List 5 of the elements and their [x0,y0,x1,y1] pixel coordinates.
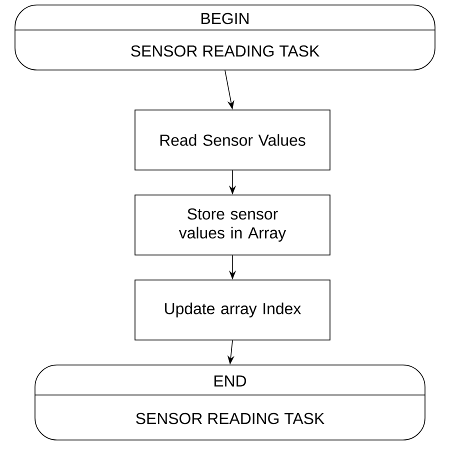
process-box: Update array Index [134,280,330,340]
process-box: Read Sensor Values [134,110,330,170]
terminator: BEGIN SENSOR READING TASK [14,4,436,70]
process-box: Store sensor values in Array [134,194,330,256]
terminator: END SENSOR READING TASK [34,364,426,440]
